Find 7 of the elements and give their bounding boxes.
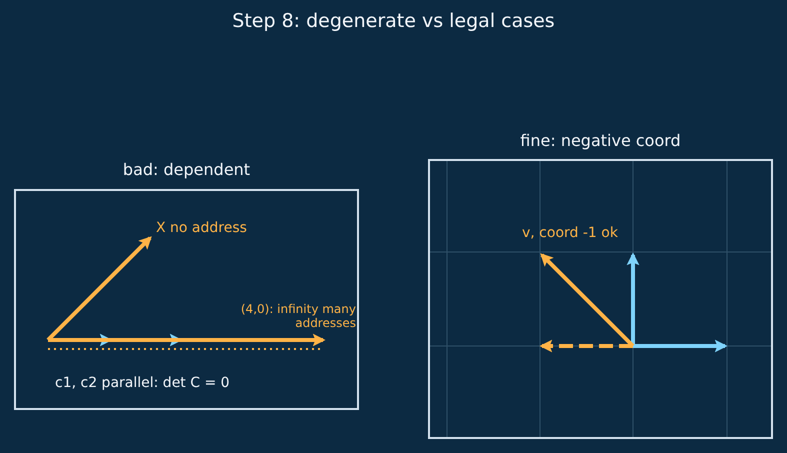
note-text: c1, c2 parallel: det C = 0 xyxy=(55,375,230,391)
panel-title: fine: negative coord xyxy=(519,131,682,150)
vector-label: (4,0): infinity many addresses xyxy=(240,302,356,330)
diagram-title: Step 8: degenerate vs legal cases xyxy=(231,10,556,32)
vector-label: X no address xyxy=(156,220,247,236)
panel-title: bad: dependent xyxy=(122,160,252,179)
vector-label: v, coord -1 ok xyxy=(522,225,618,241)
